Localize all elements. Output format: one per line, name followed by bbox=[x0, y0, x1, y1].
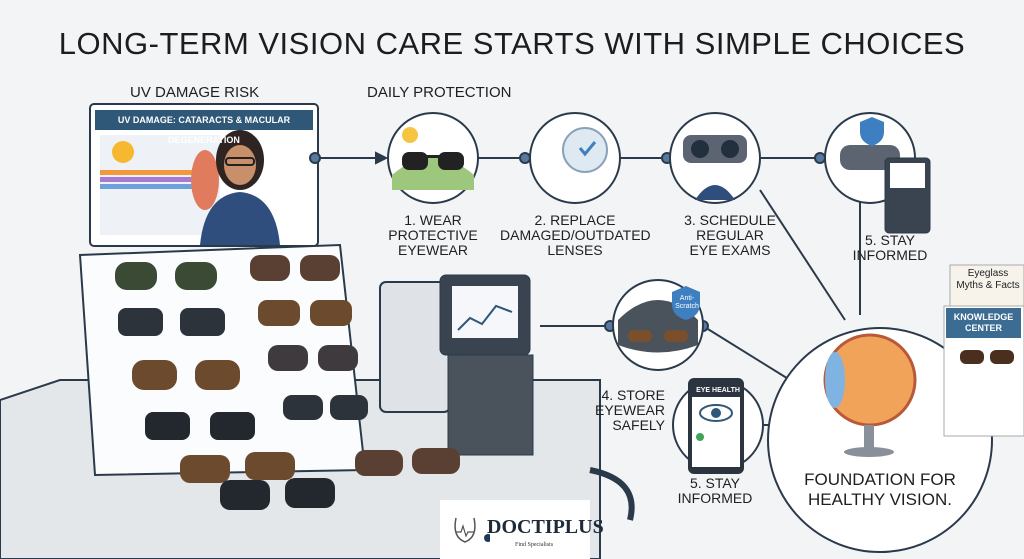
badge-line: Scratch bbox=[675, 303, 699, 310]
knowledge-title-line: CENTER bbox=[964, 323, 1002, 333]
stethoscope-icon bbox=[454, 517, 490, 543]
knowledge-title-line: KNOWLEDGE bbox=[953, 312, 1014, 322]
step-2-line: 2. REPLACE bbox=[534, 212, 616, 228]
myths-title-line: Myths & Facts bbox=[956, 280, 1020, 291]
step-2-line: LENSES bbox=[547, 242, 603, 258]
myths-title-line: Eyeglass bbox=[967, 268, 1009, 279]
step-5-top-line: INFORMED bbox=[852, 247, 928, 263]
doctor-figure bbox=[200, 130, 280, 245]
shield-check-icon bbox=[860, 117, 884, 146]
logo-tagline: Find Specialists bbox=[515, 542, 554, 548]
step-5-line: INFORMED bbox=[677, 490, 753, 506]
step-5-line: 5. STAY bbox=[689, 475, 741, 491]
sunglasses-rack bbox=[115, 255, 460, 510]
step-1-line: EYEWEAR bbox=[397, 242, 468, 258]
step-2-line: DAMAGED/OUTDATED bbox=[500, 227, 651, 243]
step-4-line: EYEWEAR bbox=[594, 402, 665, 418]
doctiplus-logo bbox=[440, 500, 590, 559]
logo-name: DOCTIPLUS bbox=[487, 516, 604, 538]
step-3-line: REGULAR bbox=[696, 227, 764, 243]
badge-line: Anti- bbox=[679, 295, 695, 302]
page-title: LONG-TERM VISION CARE STARTS WITH SIMPLE… bbox=[58, 26, 966, 61]
check-icon bbox=[578, 141, 597, 157]
section-uv-damage-risk: UV DAMAGE RISK bbox=[130, 84, 260, 101]
sunglasses-icon bbox=[402, 152, 464, 170]
anti-scratch-badge: Anti-Scratch bbox=[673, 295, 701, 311]
lensometer-machine bbox=[379, 274, 534, 456]
phoropter-icon bbox=[683, 135, 747, 200]
anti-scratch-shield-icon bbox=[672, 286, 700, 320]
step-3-line: 3. SCHEDULE bbox=[684, 212, 776, 228]
foundation-line: HEALTHY VISION. bbox=[808, 490, 952, 509]
poster-heading: UV DAMAGE: CATARACTS & MACULAR DEGENERAT… bbox=[95, 110, 313, 145]
lens-icon bbox=[562, 127, 608, 173]
step-1-line: 1. WEAR bbox=[404, 212, 462, 228]
card-sunglasses-icon bbox=[960, 350, 1014, 364]
step-4-line: 4. STORE bbox=[601, 387, 665, 403]
foundation-line: FOUNDATION FOR bbox=[804, 470, 956, 489]
step-5-top-line: 5. STAY bbox=[864, 232, 916, 248]
step-1-line: PROTECTIVE bbox=[388, 227, 478, 243]
eye-model-icon bbox=[823, 333, 917, 457]
sun-icon bbox=[112, 141, 134, 163]
connectors bbox=[309, 151, 861, 426]
arrow-icon bbox=[375, 151, 389, 165]
eye-health-app-title: EYE HEALTH bbox=[696, 387, 740, 394]
step-4-line: SAFELY bbox=[612, 417, 665, 433]
step-3-line: EYE EXAMS bbox=[689, 242, 771, 258]
cart-handle bbox=[589, 467, 635, 521]
section-daily-protection: DAILY PROTECTION bbox=[367, 84, 512, 101]
